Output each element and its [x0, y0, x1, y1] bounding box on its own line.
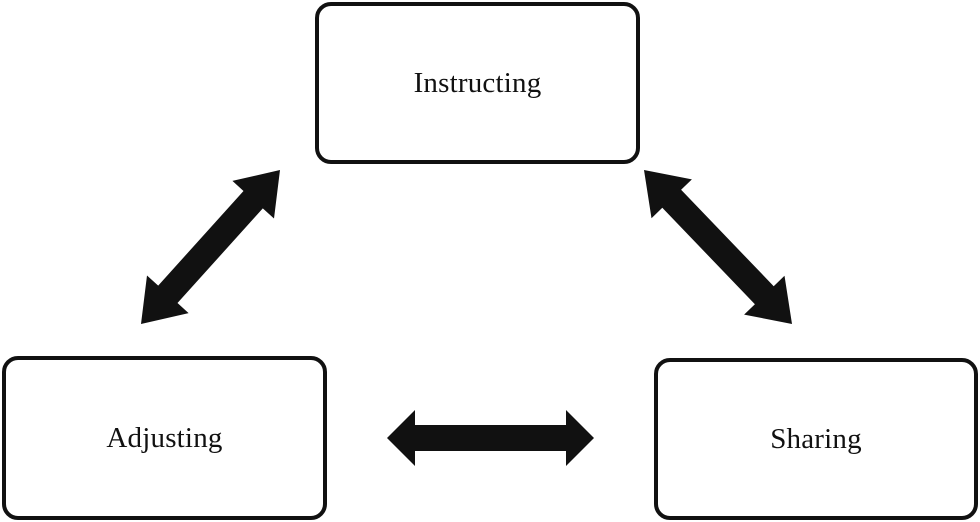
- node-adjusting: Adjusting: [2, 356, 327, 520]
- node-sharing: Sharing: [654, 358, 978, 520]
- node-instructing-label: Instructing: [413, 66, 542, 99]
- arrow-instructing-sharing: [644, 170, 792, 324]
- arrow-instructing-adjusting: [141, 170, 280, 324]
- node-adjusting-label: Adjusting: [106, 421, 223, 454]
- arrow-adjusting-sharing: [387, 410, 594, 466]
- node-sharing-label: Sharing: [770, 422, 862, 455]
- node-instructing: Instructing: [315, 2, 640, 164]
